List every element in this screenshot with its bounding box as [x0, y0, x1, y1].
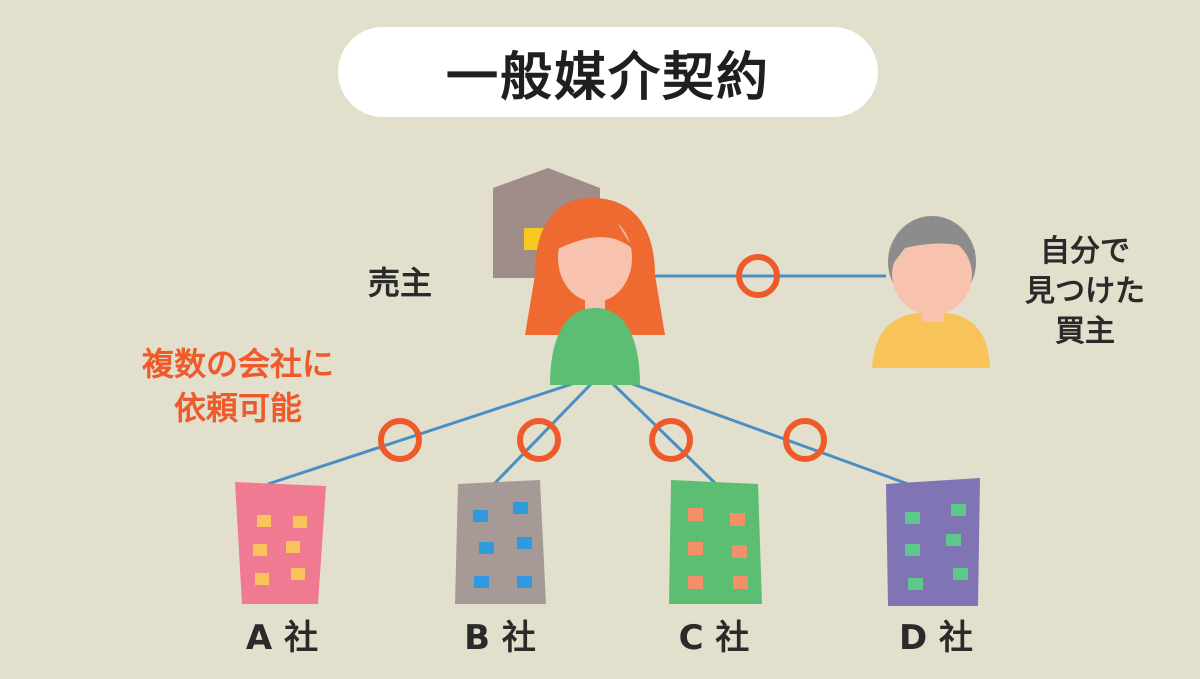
line-seller-company-b [492, 381, 594, 486]
company-b-label: B 社 [464, 618, 536, 658]
company-d-label: D 社 [898, 618, 974, 658]
building-c-icon [669, 480, 762, 604]
line-seller-company-d [629, 381, 909, 486]
company-a-label: A 社 [245, 618, 319, 658]
page-title: 一般媒介契約 [338, 27, 878, 117]
building-b-icon [455, 480, 546, 604]
building-a-icon [235, 482, 326, 604]
circle-mark-b [517, 418, 561, 462]
circle-mark-c [649, 418, 693, 462]
circle-mark-d [783, 418, 827, 462]
buyer-person-icon [872, 216, 990, 368]
seller-label: 売主 [368, 264, 433, 302]
multiple-companies-note: 複数の会社に 依頼可能 [141, 345, 334, 427]
buyer-label: 自分で 見つけた 買主 [1025, 234, 1145, 349]
company-c-label: C 社 [678, 618, 750, 658]
line-seller-company-c [610, 381, 718, 486]
circle-mark-a [378, 418, 422, 462]
connection-lines [267, 274, 909, 486]
circle-mark-buyer [736, 254, 780, 298]
ok-circles [378, 254, 827, 462]
seller-person-icon [525, 198, 665, 385]
line-seller-company-a [267, 381, 576, 486]
building-d-icon [886, 478, 980, 606]
